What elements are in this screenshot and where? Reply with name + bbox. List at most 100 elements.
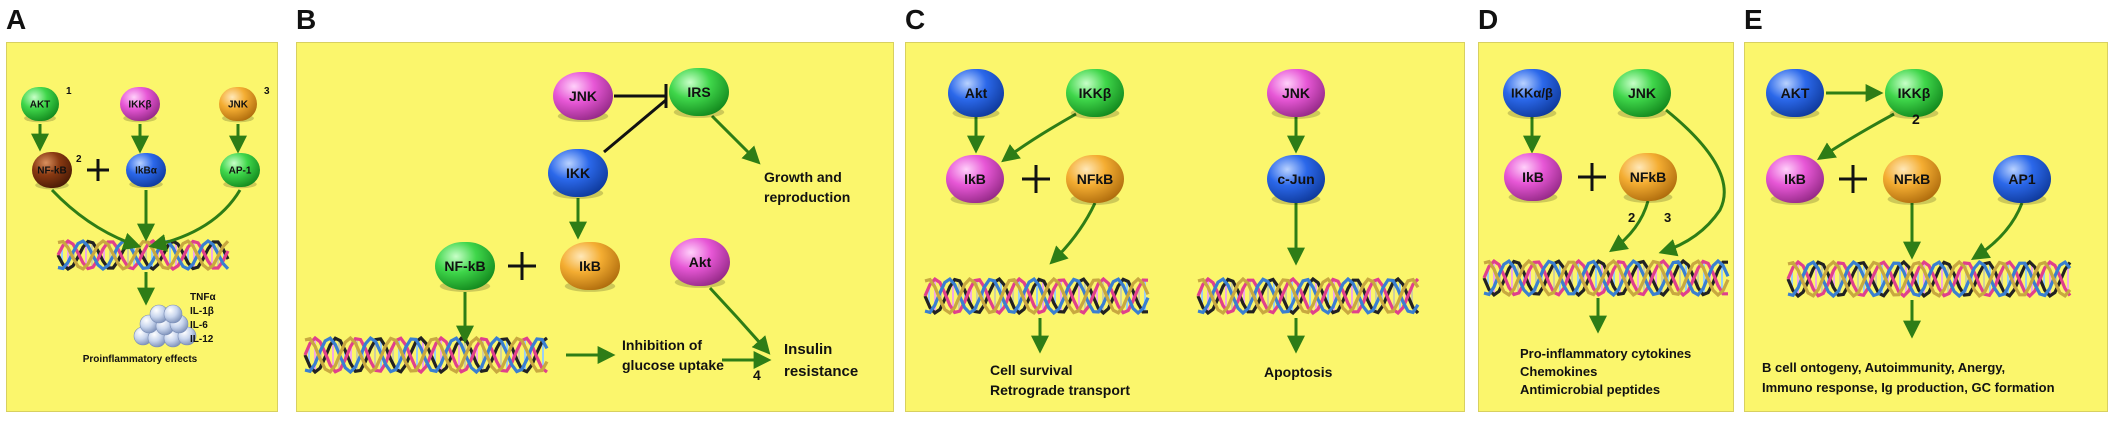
node-b-akt-label: Akt — [689, 254, 712, 270]
node-b-irs: IRS — [669, 68, 729, 118]
out-d-cytokines: Pro-inflammatory cytokines — [1520, 346, 1691, 361]
node-c-nfkb: NFkB — [1066, 155, 1124, 205]
out-c-survival: Cell survival — [990, 362, 1073, 378]
node-e-ikkb: IKKβ — [1885, 69, 1943, 119]
arrow-b-irs-growth — [710, 114, 761, 165]
node-d-ikb-label: IkB — [1522, 169, 1544, 185]
out-b-inhibition-1: Inhibition of — [622, 337, 702, 353]
out-a-effects: Proinflammatory effects — [83, 354, 198, 365]
out-e-line-1: B cell ontogeny, Autoimmunity, Anergy, — [1762, 360, 2005, 375]
num-a-2: 2 — [76, 154, 82, 165]
node-d-nfkb-label: NFkB — [1630, 169, 1667, 185]
num-a-3: 3 — [264, 86, 270, 97]
node-d-ikb: IkB — [1504, 153, 1562, 203]
node-b-ikb-label: IkB — [579, 258, 601, 274]
num-d-2: 2 — [1628, 210, 1635, 225]
node-d-nfkb: NFkB — [1619, 153, 1677, 203]
node-a-ap1-label: AP-1 — [229, 166, 252, 177]
out-b-growth-2: reproduction — [764, 189, 850, 205]
node-e-ikb: IkB — [1766, 155, 1824, 205]
num-a-1: 1 — [66, 86, 72, 97]
dna-d — [1482, 258, 1730, 298]
out-b-insulin-1: Insulin — [784, 341, 832, 358]
plus-c — [1022, 165, 1050, 193]
num-e-2: 2 — [1912, 111, 1920, 127]
node-a-akt: AKT — [21, 87, 59, 123]
node-d-ikkab: IKKα/β — [1503, 69, 1561, 119]
node-b-jnk: JNK — [553, 72, 613, 122]
out-a-tnfa: TNFα — [190, 292, 216, 303]
node-c-ikkb-label: IKKβ — [1079, 85, 1112, 101]
arrow-a-nfkb-dna — [50, 188, 142, 250]
node-d-jnk-label: JNK — [1628, 85, 1656, 101]
node-e-ap1-label: AP1 — [2008, 171, 2035, 187]
arrow-c-ikkb-ikb — [1001, 112, 1077, 163]
out-b-growth-1: Growth and — [764, 169, 842, 185]
node-e-nfkb-label: NFkB — [1894, 171, 1931, 187]
out-c-retrograde: Retrograde transport — [990, 382, 1130, 398]
arrow-e-ikkb-ikb — [1817, 112, 1895, 160]
arrow-a-ap1-dna — [148, 189, 242, 252]
node-c-cjun: c-Jun — [1267, 155, 1325, 205]
dna-a — [56, 239, 230, 271]
arrow-c-nfkb-dna — [1049, 202, 1097, 265]
node-e-ikb-label: IkB — [1784, 171, 1806, 187]
panel-letter-c: C — [905, 4, 926, 35]
plus-d — [1578, 163, 1606, 191]
node-b-ikk-label: IKK — [566, 165, 590, 181]
node-a-ikkb-label: IKKβ — [128, 100, 151, 111]
node-b-nfkb-label: NF-kB — [444, 258, 485, 274]
panel-letter-e: E — [1744, 4, 1763, 35]
node-c-ikb: IkB — [946, 155, 1004, 205]
out-d-peptides: Antimicrobial peptides — [1520, 382, 1660, 397]
out-a-il1b: IL-1β — [190, 306, 214, 317]
node-c-akt: Akt — [948, 69, 1004, 119]
out-e-line-2: Immuno response, Ig production, GC forma… — [1762, 380, 2055, 395]
node-a-akt-label: AKT — [30, 100, 51, 111]
node-a-ap1: AP-1 — [220, 153, 260, 189]
panel-letter-d: D — [1478, 4, 1499, 35]
node-c-ikkb: IKKβ — [1066, 69, 1124, 119]
node-c-jnk: JNK — [1267, 69, 1325, 119]
out-d-chemokines: Chemokines — [1520, 364, 1597, 379]
node-e-ap1: AP1 — [1993, 155, 2051, 205]
node-d-jnk: JNK — [1613, 69, 1671, 119]
node-a-jnk-label: JNK — [228, 100, 249, 111]
dna-c — [923, 276, 1150, 316]
node-b-nfkb: NF-kB — [435, 242, 495, 292]
out-a-il12: IL-12 — [190, 334, 214, 345]
cytokine-cloud-icon — [133, 304, 197, 348]
plus-b — [508, 252, 536, 280]
plus-a — [87, 159, 109, 181]
node-b-irs-label: IRS — [687, 84, 710, 100]
node-c-jnk-label: JNK — [1282, 85, 1310, 101]
node-c-akt-label: Akt — [965, 85, 988, 101]
node-d-ikkab-label: IKKα/β — [1511, 86, 1553, 101]
out-a-il6: IL-6 — [190, 320, 208, 331]
node-a-nfkb-label: NF-kB — [37, 166, 66, 177]
node-a-ikba: IkBα — [126, 153, 166, 189]
dna-b — [303, 335, 549, 375]
node-a-nfkb: NF-kB — [32, 152, 72, 190]
out-b-inhibition-2: glucose uptake — [622, 357, 724, 373]
panel-letter-a: A — [6, 4, 27, 35]
node-a-jnk: JNK — [219, 87, 257, 123]
arrow-d-nfkb-dna — [1609, 200, 1650, 253]
node-c-ikb-label: IkB — [964, 171, 986, 187]
arrow-d-jnk-dna — [1658, 108, 1726, 257]
arrow-b-akt-insulin — [708, 286, 771, 355]
num-d-3: 3 — [1664, 210, 1671, 225]
node-c-nfkb-label: NFkB — [1077, 171, 1114, 187]
node-e-nfkb: NFkB — [1883, 155, 1941, 205]
dna-c2 — [1196, 276, 1420, 316]
node-b-ikb: IkB — [560, 242, 620, 292]
node-e-ikkb-label: IKKβ — [1898, 85, 1931, 101]
node-b-akt: Akt — [670, 238, 730, 288]
node-e-akt-label: AKT — [1781, 85, 1810, 101]
node-c-cjun-label: c-Jun — [1277, 171, 1314, 187]
dna-e — [1786, 259, 2072, 299]
out-b-insulin-2: resistance — [784, 363, 858, 380]
arrow-e-ap1-dna — [1970, 202, 2024, 260]
node-b-jnk-label: JNK — [569, 88, 597, 104]
